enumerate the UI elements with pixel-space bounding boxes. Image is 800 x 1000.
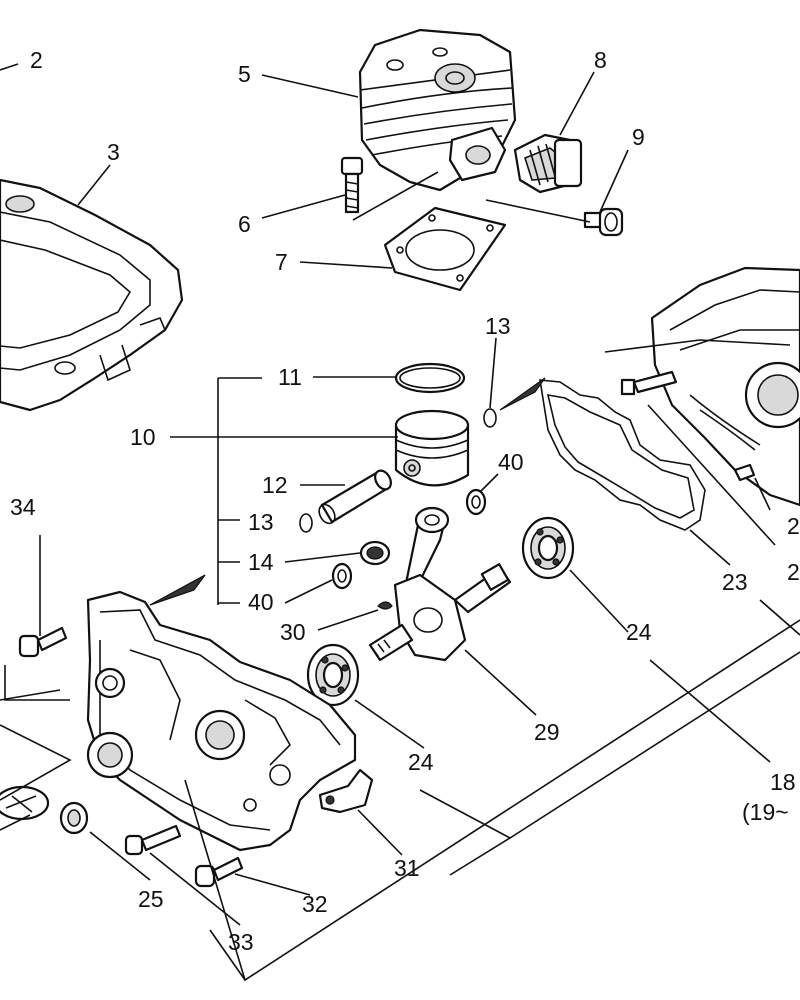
callout-32: 32 xyxy=(302,891,328,917)
callout-3: 3 xyxy=(107,139,120,165)
part-31-bracket xyxy=(318,768,374,814)
part-34-bolt xyxy=(18,626,68,658)
callout-13-upper: 13 xyxy=(485,313,511,339)
callout-24-left: 24 xyxy=(408,749,434,775)
callout-13-lower: 13 xyxy=(248,509,274,535)
callout-7: 7 xyxy=(275,249,288,275)
part-9-bolt xyxy=(583,207,624,237)
callout-2-right-upper: 2 xyxy=(787,513,800,539)
part-13-circlip xyxy=(299,408,497,533)
part-14-needle-bearing xyxy=(359,540,391,566)
callout-9: 9 xyxy=(632,124,645,150)
part-8-intake-manifold xyxy=(513,133,583,194)
callout-29: 29 xyxy=(534,719,560,745)
part-12-wrist-pin xyxy=(318,469,392,525)
callout-2: 2 xyxy=(30,47,43,73)
part-40-thrust-washer xyxy=(331,488,487,590)
callout-25: 25 xyxy=(138,886,164,912)
callout-14: 14 xyxy=(248,549,274,575)
part-25-oil-seal xyxy=(59,801,89,835)
part-24-main-bearing-left xyxy=(306,643,360,707)
callout-12: 12 xyxy=(262,472,288,498)
callout-31: 31 xyxy=(394,855,420,881)
callout-18-subrange: (19~ xyxy=(742,799,789,825)
callout-40-lower: 40 xyxy=(248,589,274,615)
part-5-cylinder xyxy=(358,28,517,192)
part-11-piston-ring xyxy=(394,362,466,394)
callout-6: 6 xyxy=(238,211,251,237)
callout-24-right: 24 xyxy=(626,619,652,645)
assembly-arrows xyxy=(149,377,546,606)
part-crankcase-left-half xyxy=(86,590,357,852)
part-32-bolt xyxy=(194,856,244,888)
callout-2-right-lower: 2 xyxy=(787,559,800,585)
part-filter-cap xyxy=(0,785,50,821)
callout-40-upper: 40 xyxy=(498,449,524,475)
callout-33: 33 xyxy=(228,929,254,955)
part-3-housing-cover xyxy=(0,178,184,412)
callout-labels: 2 3 5 6 7 8 9 10 11 12 13 13 14 40 40 30… xyxy=(10,47,800,955)
part-23-crankcase-gasket xyxy=(539,379,706,531)
callout-30: 30 xyxy=(280,619,306,645)
part-6-bolt xyxy=(340,156,364,214)
callout-5: 5 xyxy=(238,61,251,87)
part-10-piston xyxy=(394,409,470,487)
part-29-crankshaft-assembly xyxy=(368,506,512,662)
part-30-woodruff-key xyxy=(377,601,393,610)
part-24-main-bearing-right xyxy=(521,516,575,580)
callout-8: 8 xyxy=(594,47,607,73)
part-7-cylinder-gasket xyxy=(383,206,507,292)
leader-lines xyxy=(0,63,800,982)
part-33-bolt xyxy=(124,824,182,856)
callout-10: 10 xyxy=(130,424,156,450)
callout-23: 23 xyxy=(722,569,748,595)
part-crankcase-right-half xyxy=(604,266,800,507)
callout-34: 34 xyxy=(10,494,36,520)
callout-18: 18 xyxy=(770,769,796,795)
callout-11: 11 xyxy=(278,364,302,390)
